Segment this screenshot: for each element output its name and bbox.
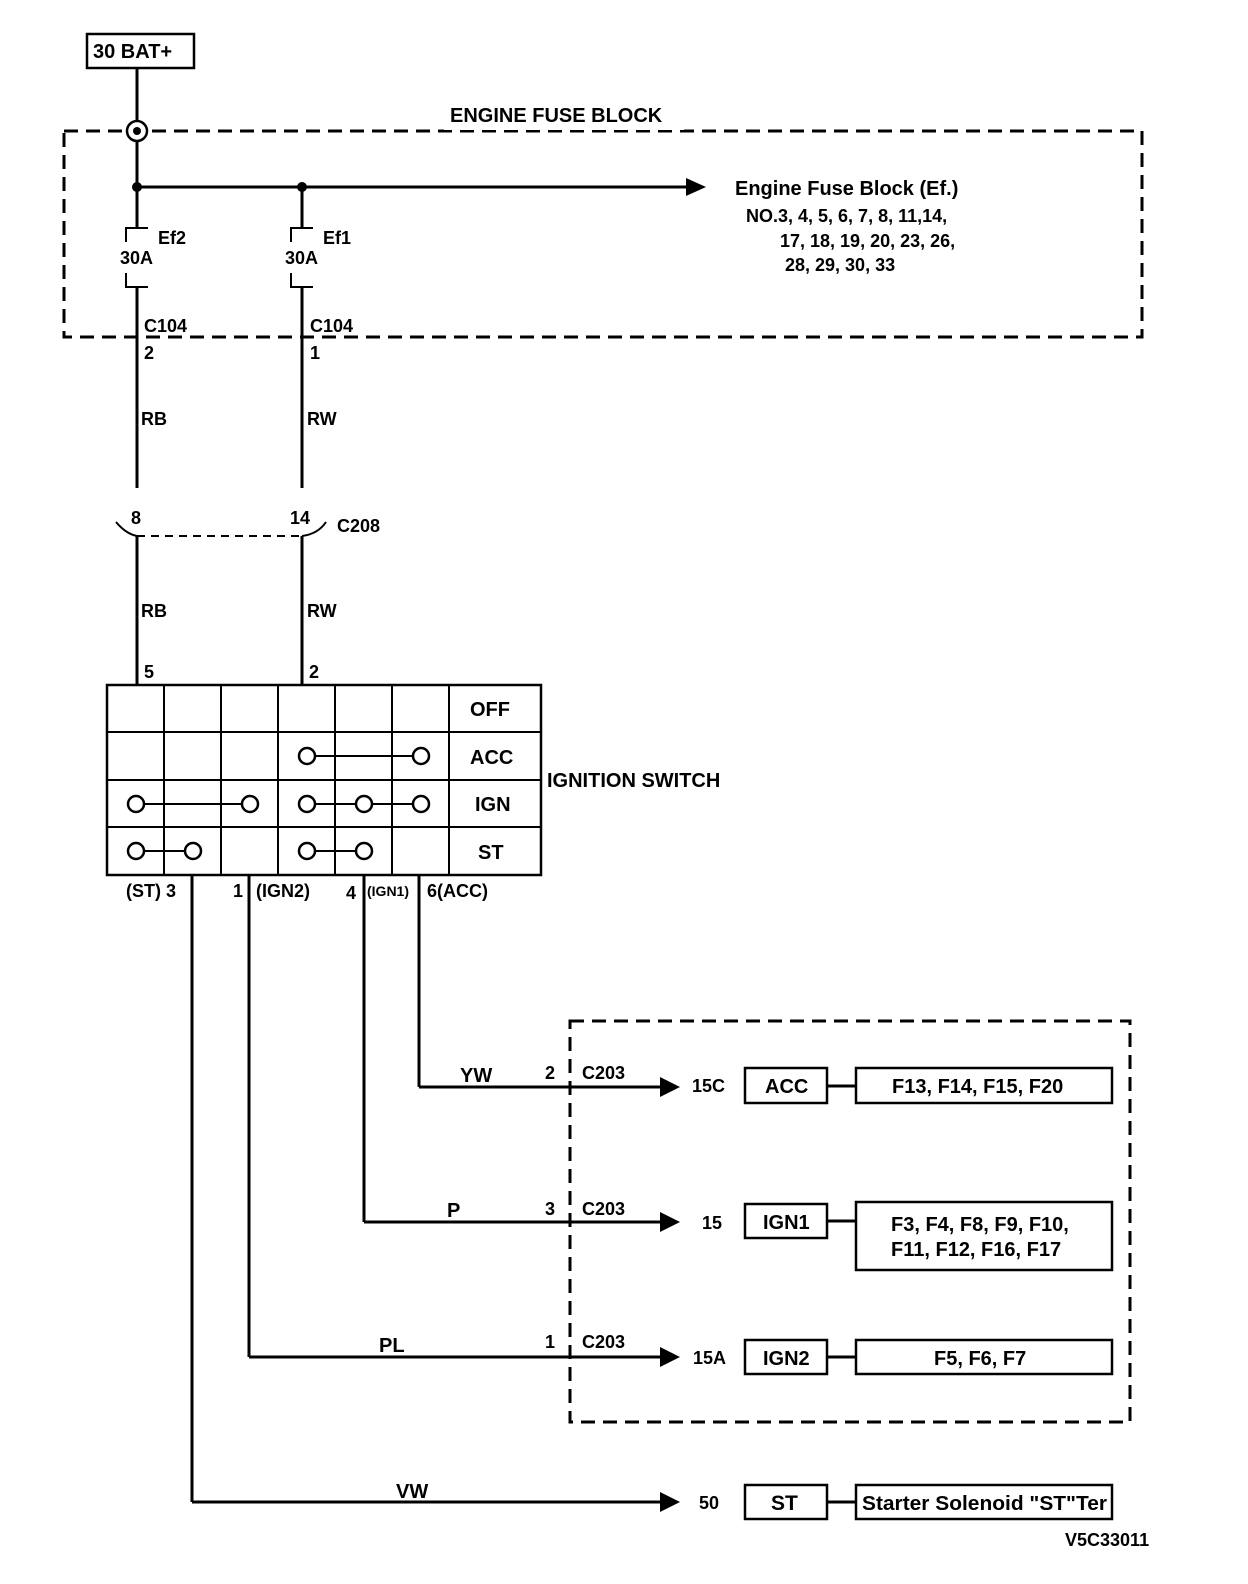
battery-box bbox=[85, 32, 196, 70]
switch-top-pin: 5 bbox=[144, 662, 154, 682]
circuit-label: IGN1 bbox=[763, 1212, 810, 1234]
switch-bottom-label: (IGN1) bbox=[367, 883, 409, 899]
fuse-name: Ef1 bbox=[323, 228, 351, 248]
fuse-rating: 30A bbox=[285, 248, 318, 268]
arrow-right-icon bbox=[660, 1077, 680, 1097]
arrow-right-icon bbox=[686, 178, 706, 196]
switch-position: OFF bbox=[470, 699, 510, 721]
switch-position: IGN bbox=[475, 794, 511, 816]
fuse-ef2: Ef2 30A C104 2 RB bbox=[120, 227, 187, 488]
terminal-label: 15 bbox=[702, 1213, 722, 1233]
switch-bottom-label: (ST) 3 bbox=[126, 881, 176, 901]
fuse-connector: C104 bbox=[310, 316, 353, 336]
wire-color: RB bbox=[141, 409, 167, 429]
wire-color: VW bbox=[396, 1481, 428, 1503]
fuse-list: Starter Solenoid "ST"Ter bbox=[862, 1493, 1107, 1515]
fuse-list-line-3: 28, 29, 30, 33 bbox=[785, 255, 895, 275]
ignition-switch: 5 2 OFF ACC IGN ST (ST) 3 1 (IGN2) 4 (IG… bbox=[105, 662, 543, 903]
connector-pin: 3 bbox=[545, 1199, 555, 1219]
output-ign1: P 3 C203 15 IGN1 F3, F4, F8, F9, F10, F1… bbox=[364, 1199, 1114, 1272]
fuse-list-line-2: 17, 18, 19, 20, 23, 26, bbox=[780, 231, 955, 251]
terminal-label: 50 bbox=[699, 1493, 719, 1513]
terminal-label: 15C bbox=[692, 1076, 725, 1096]
fuse-pin: 1 bbox=[310, 343, 320, 363]
fuse-list: F11, F12, F16, F17 bbox=[891, 1239, 1061, 1261]
battery-label: 30 BAT+ bbox=[93, 41, 172, 63]
switch-bottom-label: 4 bbox=[346, 883, 356, 903]
connector-pin: 1 bbox=[545, 1332, 555, 1352]
c208-pin: 8 bbox=[131, 508, 141, 528]
arrow-right-icon bbox=[660, 1492, 680, 1512]
terminal-label: 15A bbox=[693, 1348, 726, 1368]
connector-name: C203 bbox=[582, 1332, 625, 1352]
connector-name: C203 bbox=[582, 1063, 625, 1083]
c208-label: C208 bbox=[337, 516, 380, 536]
switch-position: ST bbox=[478, 842, 504, 864]
output-acc: YW 2 C203 15C ACC F13, F14, F15, F20 bbox=[419, 1063, 1114, 1105]
switch-position: ACC bbox=[470, 747, 513, 769]
switch-bottom-label: 1 bbox=[233, 881, 243, 901]
fuse-name: Ef2 bbox=[158, 228, 186, 248]
connector-c208: 8 14 C208 RB RW bbox=[115, 508, 380, 685]
connector-name: C203 bbox=[582, 1199, 625, 1219]
engine-fuse-block-outline bbox=[62, 129, 1144, 339]
fuse-list: F3, F4, F8, F9, F10, bbox=[891, 1214, 1069, 1236]
wire-color: PL bbox=[379, 1335, 405, 1357]
fuse-list: F13, F14, F15, F20 bbox=[892, 1076, 1063, 1098]
switch-bottom-label: 6(ACC) bbox=[427, 881, 488, 901]
fuse-list-line-1: NO.3, 4, 5, 6, 7, 8, 11,14, bbox=[746, 206, 947, 226]
c208-pin: 14 bbox=[290, 508, 310, 528]
arrow-right-icon bbox=[660, 1212, 680, 1232]
arrow-right-icon bbox=[660, 1347, 680, 1367]
circuit-label: ST bbox=[771, 1492, 798, 1515]
fuse-connector: C104 bbox=[144, 316, 187, 336]
wire-color: RB bbox=[141, 601, 167, 621]
fuse-pin: 2 bbox=[144, 343, 154, 363]
switch-bottom-label: (IGN2) bbox=[256, 881, 310, 901]
circuit-label: IGN2 bbox=[763, 1348, 810, 1370]
connector-pin: 2 bbox=[545, 1063, 555, 1083]
figure-id: V5C33011 bbox=[1065, 1530, 1149, 1550]
ignition-switch-title: IGNITION SWITCH bbox=[547, 770, 720, 792]
wire-color: RW bbox=[307, 601, 337, 621]
engine-fuse-block-title: ENGINE FUSE BLOCK bbox=[450, 105, 663, 127]
wire-color: YW bbox=[460, 1065, 492, 1087]
output-st: VW 50 ST Starter Solenoid "ST"Ter bbox=[192, 1481, 1114, 1521]
wire-color: RW bbox=[307, 409, 337, 429]
fuse-ef1: Ef1 30A C104 1 RW bbox=[285, 227, 353, 488]
fuse-list: F5, F6, F7 bbox=[934, 1348, 1026, 1370]
switch-top-pin: 2 bbox=[309, 662, 319, 682]
circuit-label: ACC bbox=[765, 1076, 808, 1098]
fuse-block-feed-label: Engine Fuse Block (Ef.) bbox=[735, 178, 958, 200]
fuse-rating: 30A bbox=[120, 248, 153, 268]
wire-color: P bbox=[447, 1200, 460, 1222]
output-ign2: PL 1 C203 15A IGN2 F5, F6, F7 bbox=[249, 1332, 1114, 1376]
